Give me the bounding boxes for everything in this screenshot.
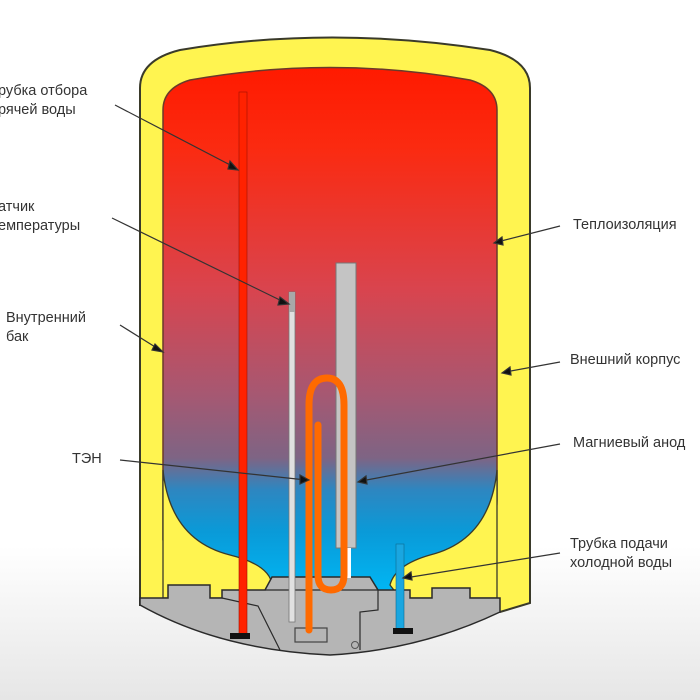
label-cold-water-pipe: Трубка подачи холодной воды [570, 535, 672, 573]
arrow-hot-pipe [227, 159, 240, 171]
temperature-sensor [288, 291, 296, 623]
arrow-insulation [492, 235, 504, 246]
label-line: холодной воды [570, 555, 673, 571]
leader-insulation [496, 225, 561, 243]
cold-pipe-nut [393, 628, 413, 634]
leader-hot-pipe [114, 104, 237, 169]
insulation-bottom-right [389, 469, 498, 599]
arrow-inner-tank [151, 342, 165, 353]
arrow-ten [299, 473, 311, 485]
label-line: Магниевый анод [573, 435, 686, 451]
label-magnesium-anode: Магниевый анод [573, 434, 685, 453]
label-temperature-sensor: атчик емпературы [0, 198, 80, 236]
leader-anode [360, 443, 561, 482]
label-line: емпературы [0, 218, 81, 234]
leader-casing [504, 361, 561, 373]
leader-sensor [111, 217, 287, 304]
hot-pipe-nut [230, 633, 250, 639]
hot-water-pipe [238, 91, 248, 638]
label-line: рубка отбора [0, 83, 88, 99]
label-line: Внешний корпус [570, 352, 681, 368]
arrow-anode [356, 474, 368, 485]
label-line: атчик [0, 199, 35, 215]
label-hot-water-pipe: рубка отбора рячей воды [0, 82, 87, 120]
sensor-head [289, 292, 295, 312]
drain-plug [351, 641, 359, 649]
label-heating-element: ТЭН [72, 450, 102, 469]
heating-element [305, 374, 348, 634]
label-line: бак [6, 329, 29, 345]
label-thermal-insulation: Теплоизоляция [573, 216, 677, 235]
label-line: Теплоизоляция [573, 217, 677, 233]
inner-tank [162, 66, 498, 596]
label-line: ТЭН [72, 451, 102, 467]
leader-inner-tank [119, 324, 161, 351]
leader-ten [119, 459, 307, 481]
arrow-casing [500, 365, 512, 376]
label-outer-casing: Внешний корпус [570, 351, 680, 370]
arrow-cold-pipe [401, 570, 413, 581]
cold-water-pipe [395, 543, 405, 633]
label-inner-tank: Внутренний бак [6, 309, 86, 347]
leader-cold-pipe [404, 552, 561, 579]
label-line: Трубка подачи [570, 536, 668, 552]
label-line: рячей воды [0, 102, 76, 118]
label-line: Внутренний [6, 310, 86, 326]
arrow-sensor [277, 295, 291, 306]
